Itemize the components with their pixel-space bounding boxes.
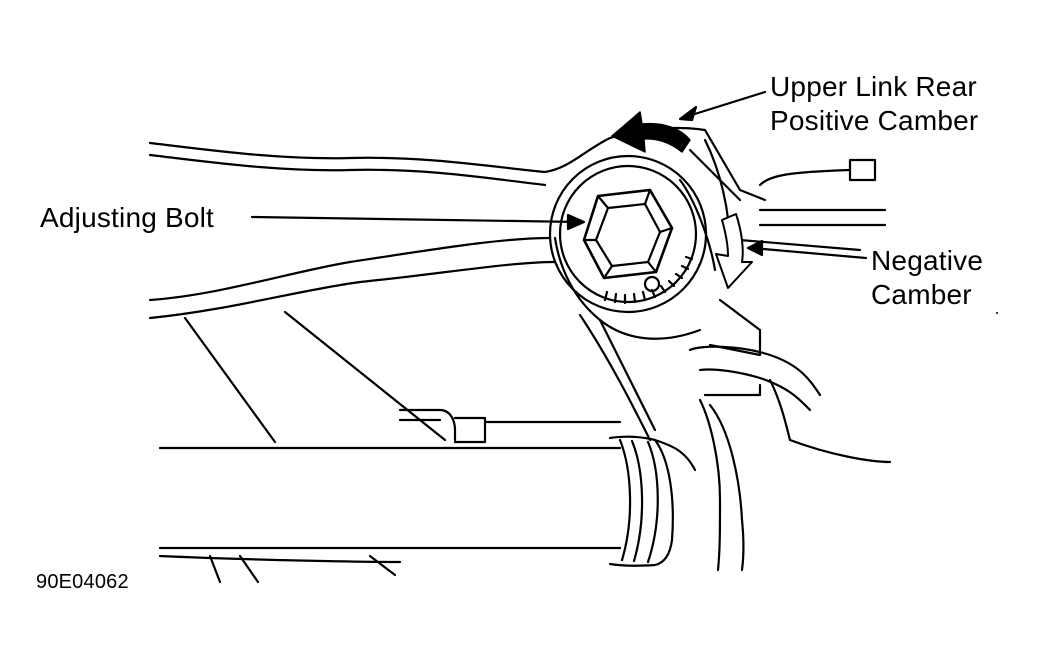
upper-link-label-line1: Upper Link Rear bbox=[770, 71, 977, 102]
lower-arm bbox=[160, 312, 620, 548]
positive-camber-arrow bbox=[612, 112, 690, 152]
negative-camber-label-line1: Negative bbox=[871, 245, 984, 276]
figure-code: 90E04062 bbox=[36, 571, 129, 593]
lower-struts bbox=[160, 556, 400, 582]
leader-lines bbox=[252, 92, 866, 258]
leader-adjusting-bolt bbox=[252, 217, 580, 222]
negative-camber-label-line2: Camber bbox=[871, 279, 972, 310]
lower-arm-bushing bbox=[610, 437, 695, 566]
leader-negative-camber-head bbox=[748, 241, 762, 255]
negative-camber-arrow bbox=[716, 214, 752, 288]
upper-link-label-line2: Positive Camber bbox=[770, 105, 979, 136]
leader-upper-link bbox=[682, 92, 765, 118]
knuckle-bracket bbox=[690, 160, 890, 570]
speck bbox=[996, 312, 998, 314]
upper-link-positive-camber-label: Upper Link Rear Positive Camber bbox=[770, 70, 978, 138]
leader-upper-link-head bbox=[680, 107, 696, 120]
upper-link-arm bbox=[150, 128, 765, 318]
adjusting-bolt-hex bbox=[584, 190, 672, 278]
adjusting-bolt-label: Adjusting Bolt bbox=[40, 202, 215, 233]
leader-adjusting-bolt-head bbox=[568, 215, 584, 229]
leader-negative-camber bbox=[752, 248, 866, 258]
negative-camber-label: Negative Camber bbox=[871, 244, 983, 312]
camber-cam bbox=[550, 156, 706, 312]
